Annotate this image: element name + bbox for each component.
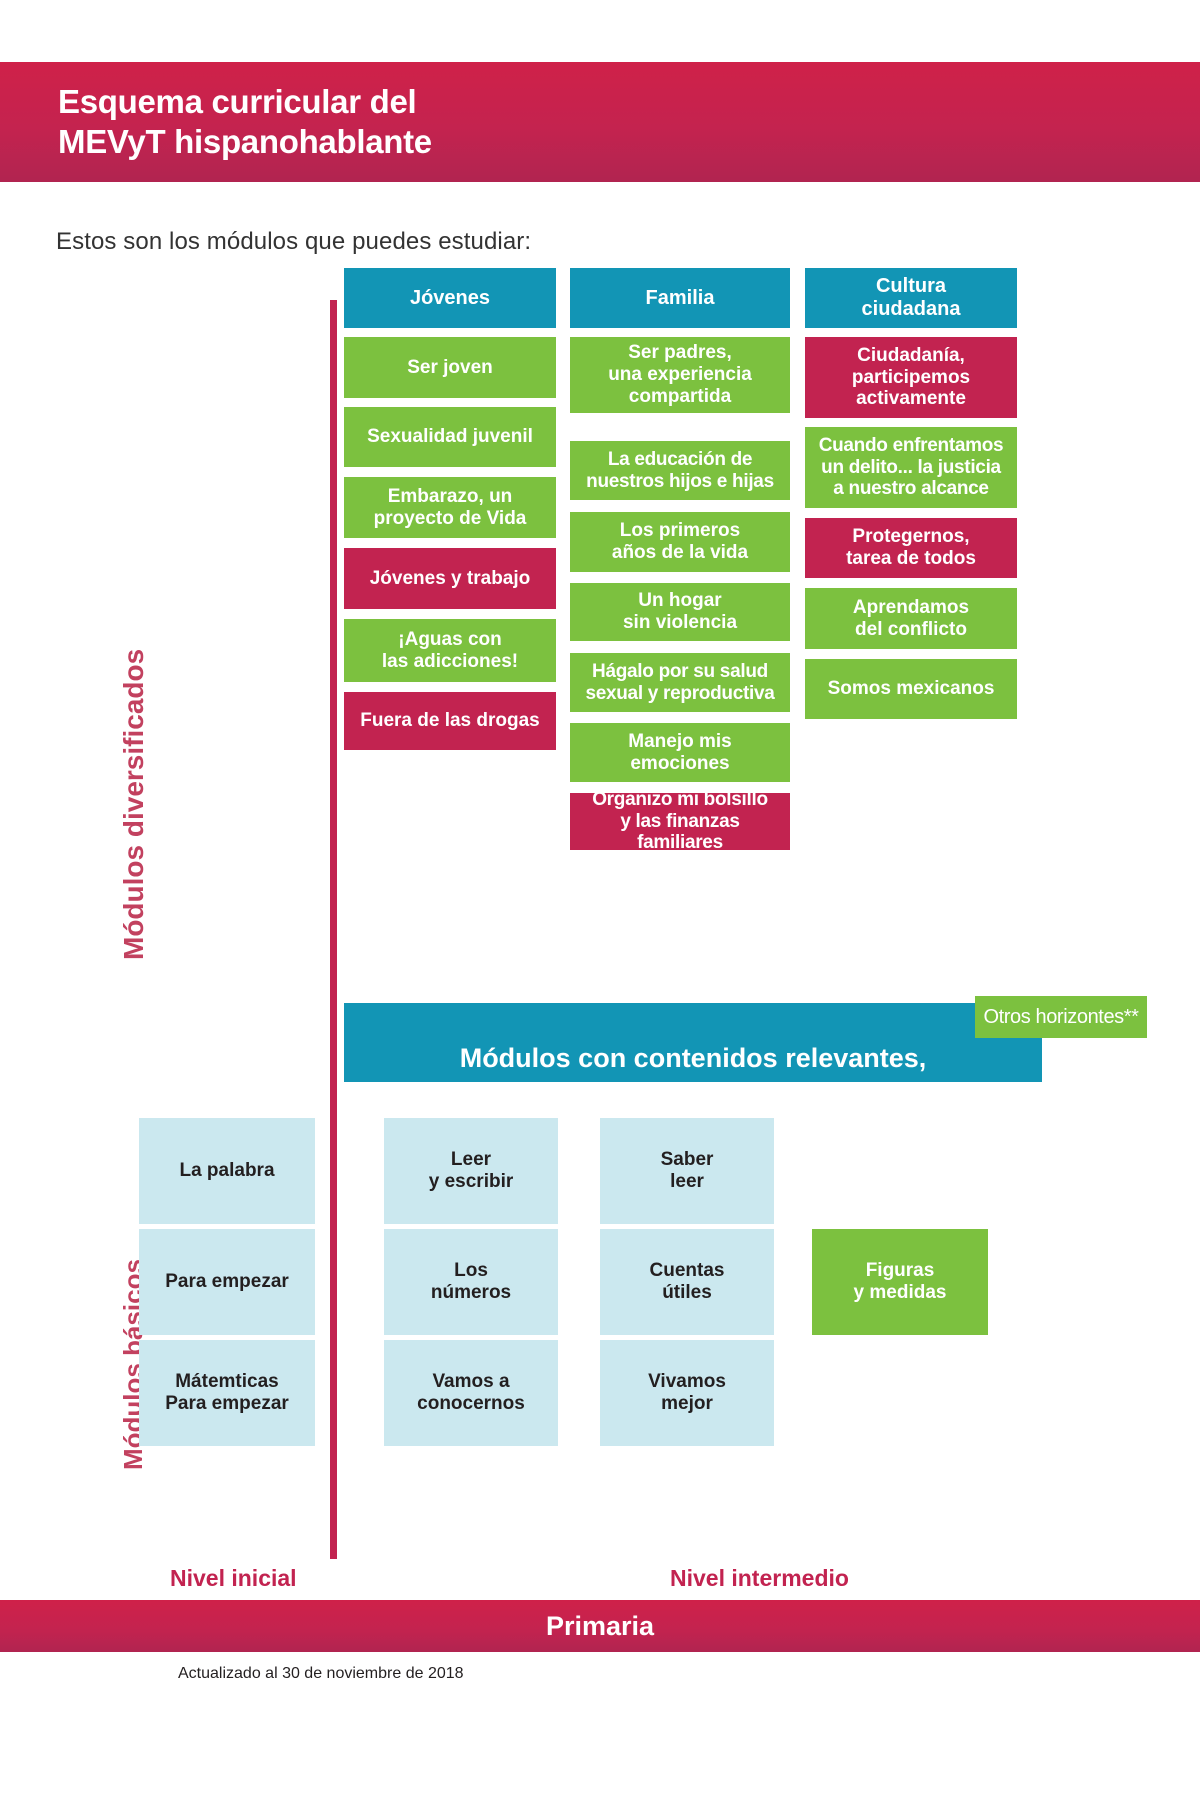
basic-module-box[interactable]: Cuentas útiles [600,1229,774,1335]
module-box[interactable]: Jóvenes y trabajo [344,548,556,609]
basic-module-box[interactable]: Para empezar [139,1229,315,1335]
basic-module-box[interactable]: Vamos a conocernos [384,1340,558,1446]
header-band: Esquema curricular del MEVyT hispanohabl… [0,62,1200,182]
basic-module-box[interactable]: Leer y escribir [384,1118,558,1224]
module-box[interactable]: Los primeros años de la vida [570,512,790,572]
module-box[interactable]: Ser joven [344,337,556,398]
module-box[interactable]: Aprendamos del conflicto [805,588,1017,649]
otros-horizontes-badge[interactable]: Otros horizontes** [975,996,1147,1038]
module-box[interactable]: Sexualidad juvenil [344,407,556,467]
footer-title: Primaria [545,1610,655,1641]
subtitle-text: Estos son los módulos que puedes estudia… [56,228,532,255]
column-header-familia: Familia [570,268,790,328]
module-box[interactable]: Un hogar sin violencia [570,583,790,641]
module-box[interactable]: Ciudadanía, participemos activamente [805,337,1017,418]
module-box[interactable]: ¡Aguas con las adicciones! [344,619,556,682]
level-caption-intermedio: Nivel intermedio [670,1565,849,1591]
module-box[interactable]: Organizo mi bolsillo y las finanzas fami… [570,789,790,853]
module-box[interactable]: Hágalo por su salud sexual y reproductiv… [570,653,790,712]
footer-band: Primaria [0,1600,1200,1652]
basic-module-box[interactable]: La palabra [139,1118,315,1224]
column-header-cultura-ciudadana: Cultura ciudadana [805,268,1017,328]
module-box[interactable]: Embarazo, un proyecto de Vida [344,477,556,538]
module-box[interactable]: Ser padres, una experiencia compartida [570,337,790,413]
basic-module-box[interactable]: Saber leer [600,1118,774,1224]
basic-module-box[interactable]: Vivamos mejor [600,1340,774,1446]
basic-module-box[interactable]: Figuras y medidas [812,1229,988,1335]
section-label-diversificados: Módulos diversificados [118,648,149,960]
page-title: Esquema curricular del MEVyT hispanohabl… [58,82,432,160]
module-box[interactable]: Protegernos, tarea de todos [805,518,1017,578]
level-divider [330,300,337,1559]
module-box[interactable]: Manejo mis emociones [570,723,790,782]
module-box[interactable]: Fuera de las drogas [344,692,556,750]
basic-module-box[interactable]: Los números [384,1229,558,1335]
column-header-jovenes: Jóvenes [344,268,556,328]
basic-module-box[interactable]: Mátemticas Para empezar [139,1340,315,1446]
module-box[interactable]: La educación de nuestros hijos e hijas [570,441,790,500]
relevant-contents-banner: Módulos con contenidos relevantes, [344,1003,1042,1082]
level-caption-inicial: Nivel inicial [170,1565,297,1591]
module-box[interactable]: Cuando enfrentamos un delito... la justi… [805,427,1017,508]
footer-note: Actualizado al 30 de noviembre de 2018 [178,1665,464,1682]
module-box[interactable]: Somos mexicanos [805,659,1017,719]
